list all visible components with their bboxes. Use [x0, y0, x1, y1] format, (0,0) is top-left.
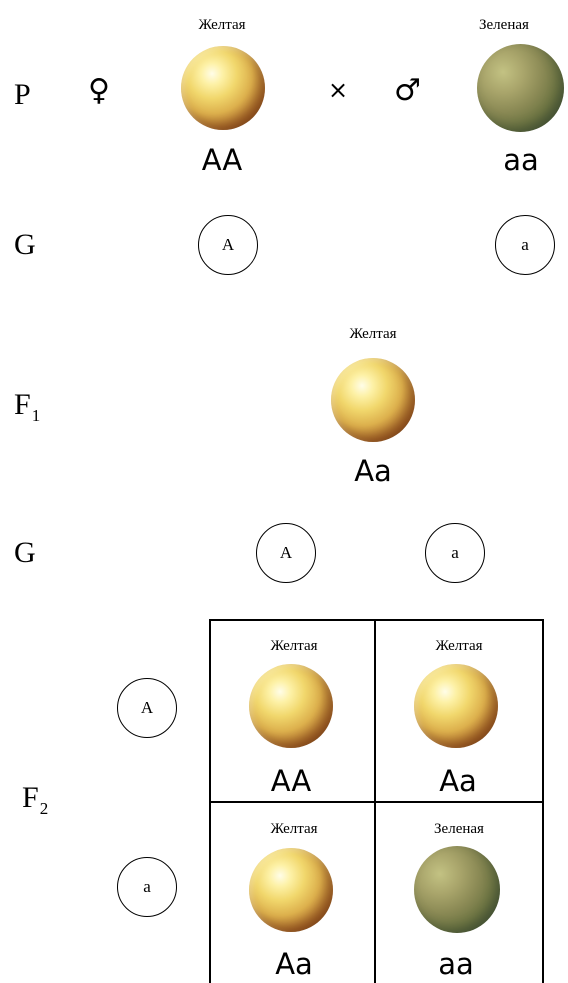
punnett-cell-4-phenotype: Зеленая [434, 821, 484, 837]
parent-female-phenotype: Желтая [198, 17, 246, 33]
punnett-cell-4-genotype: aa [438, 947, 474, 981]
punnett-cell-3-phenotype: Желтая [270, 821, 318, 837]
gamete-f1-a-recessive: a [425, 523, 485, 583]
cross-symbol: × [328, 76, 349, 104]
f2-subscript: 2 [39, 799, 49, 818]
green-pea-icon [414, 846, 500, 933]
f2-letter: F [22, 781, 39, 814]
row-label-p: P [14, 78, 31, 111]
row-label-g2: G [14, 536, 36, 569]
f1-letter: F [14, 388, 31, 421]
gamete-f1-a-dominant: A [256, 523, 316, 583]
punnett-cell-2-phenotype: Желтая [435, 638, 483, 654]
yellow-pea-icon [249, 848, 333, 932]
punnett-cell-2-genotype: Aa [439, 764, 477, 798]
punnett-cell-3-genotype: Aa [275, 947, 313, 981]
f1-subscript: 1 [31, 406, 41, 425]
f1-phenotype: Желтая [349, 326, 397, 342]
row-label-f2: F2 [22, 781, 48, 818]
f1-genotype: Aa [354, 454, 392, 488]
punnett-line-center [209, 801, 544, 803]
gamete-p-male: a [495, 215, 555, 275]
punnett-row-gamete-2: a [117, 857, 177, 917]
green-pea-icon [477, 44, 564, 132]
punnett-cell-1-genotype: AA [270, 764, 312, 798]
yellow-pea-icon [249, 664, 333, 748]
punnett-row-gamete-1: A [117, 678, 177, 738]
male-symbol: ♂ [394, 73, 421, 108]
female-symbol: ♀ [88, 73, 110, 108]
yellow-pea-icon [331, 358, 415, 442]
gamete-p-female: A [198, 215, 258, 275]
parent-male-phenotype: Зеленая [479, 17, 529, 33]
row-label-f1: F1 [14, 388, 40, 425]
punnett-cell-1-phenotype: Желтая [270, 638, 318, 654]
yellow-pea-icon [181, 46, 265, 130]
row-label-g1: G [14, 228, 36, 261]
punnett-line-top [209, 619, 544, 621]
yellow-pea-icon [414, 664, 498, 748]
parent-male-genotype: aa [503, 143, 539, 177]
parent-female-genotype: AA [201, 143, 243, 177]
